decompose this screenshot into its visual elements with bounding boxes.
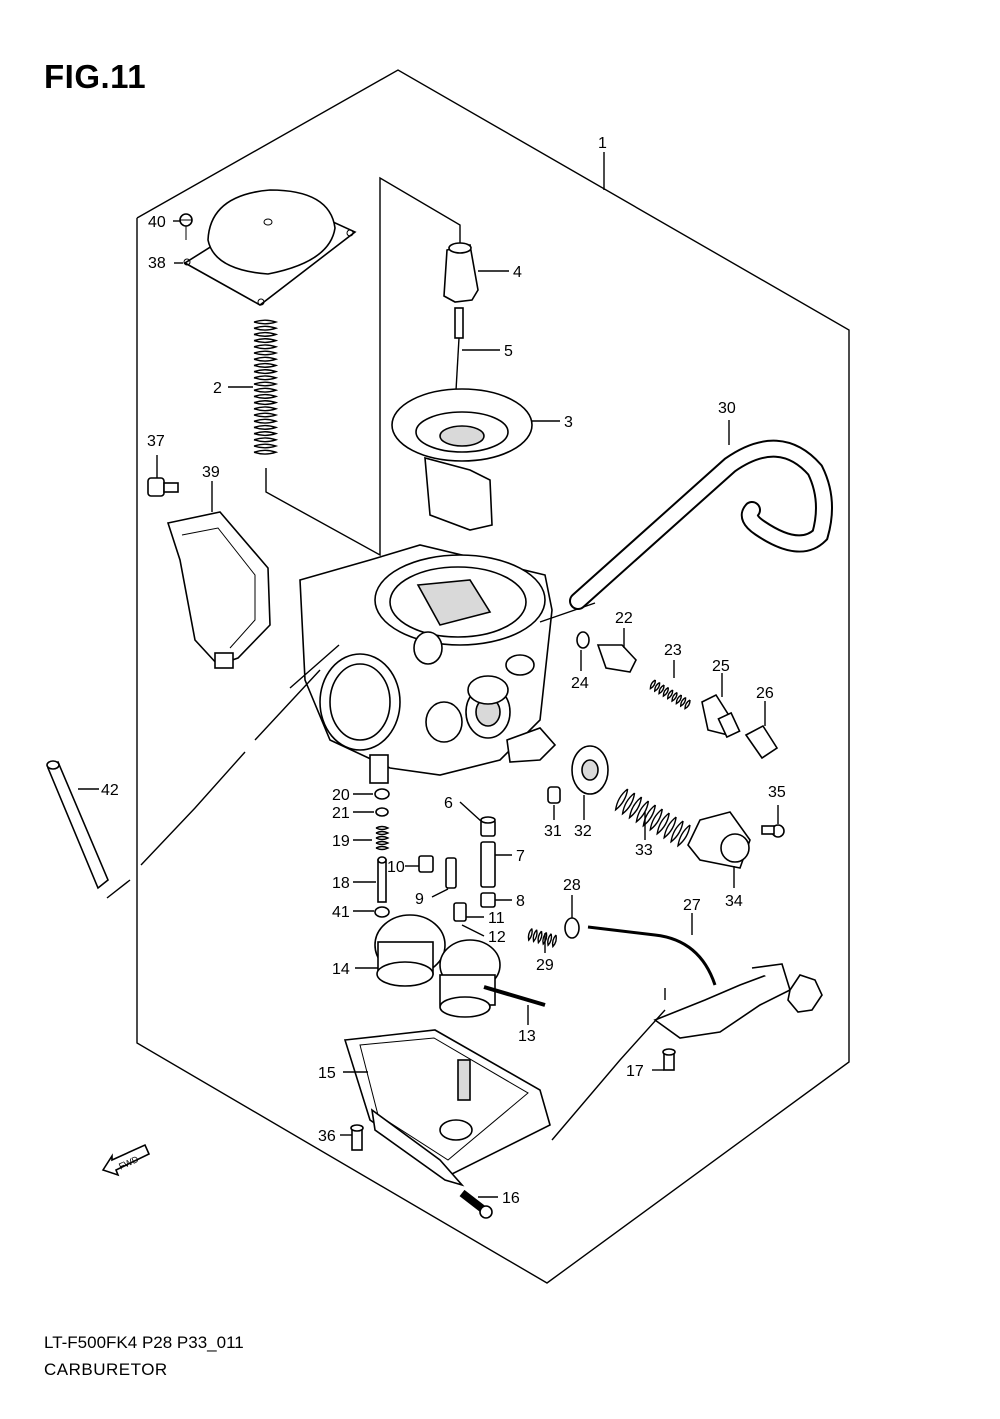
part-spring-23 (649, 679, 691, 710)
part-screw-17 (662, 1048, 676, 1071)
part-needle-holder-4 (443, 242, 479, 303)
part-float-14 (374, 914, 501, 1018)
callout-13: 13 (518, 1028, 536, 1045)
callout-42: 42 (101, 782, 119, 799)
callout-5: 5 (504, 343, 513, 360)
callout-4: 4 (513, 264, 522, 281)
part-jet-6 (480, 816, 496, 837)
callout-14: 14 (332, 961, 350, 978)
part-cap-31 (547, 786, 561, 804)
part-spring-29 (527, 928, 558, 949)
callout-24: 24 (571, 675, 589, 692)
part-diaphragm-32 (571, 745, 609, 795)
part-carburetor-body (299, 544, 557, 784)
assembly-boundary (136, 69, 850, 1284)
part-needle-jet-7 (480, 841, 496, 888)
figure-name: CARBURETOR (44, 1360, 168, 1379)
callout-29: 29 (536, 957, 554, 974)
part-fuel-hose-30 (569, 439, 833, 610)
part-plunger-22 (596, 644, 637, 673)
spring19-coil (375, 825, 390, 851)
callout-8: 8 (516, 893, 525, 910)
part-top-cover-38 (183, 189, 357, 306)
part-spring-2 (253, 319, 279, 455)
part-o-ring-21 (375, 807, 389, 817)
part-main-jet-8 (480, 892, 496, 908)
callout-27: 27 (683, 897, 701, 914)
part-float-chamber-15 (343, 1029, 551, 1187)
callout-9: 9 (415, 891, 424, 908)
part-plunger-nut-25 (701, 693, 741, 739)
part-diaphragm-cover-34 (687, 811, 751, 869)
spring33-coil (614, 788, 691, 848)
callout-16: 16 (502, 1190, 520, 1207)
callout-12: 12 (488, 929, 506, 946)
callout-23: 23 (664, 642, 682, 659)
part-cover-plate-39 (166, 511, 271, 669)
part-tube-42 (46, 760, 109, 890)
part-spring-19 (375, 825, 390, 851)
part-float-valve-11 (453, 902, 467, 922)
part-piston-diaphragm-3 (391, 388, 533, 531)
callout-2: 2 (213, 380, 222, 397)
callout-10: 10 (387, 859, 405, 876)
fwd-arrow-icon: FWD (101, 1143, 151, 1177)
callout-1: 1 (598, 135, 607, 152)
callout-40: 40 (148, 214, 166, 231)
callout-11: 11 (488, 910, 505, 927)
callout-17: 17 (626, 1063, 644, 1080)
spring29-coil (527, 928, 558, 949)
spring23-coil (649, 679, 691, 710)
callout-26: 26 (756, 685, 774, 702)
part-pilot-screw-18 (377, 856, 387, 903)
part-cap-26 (744, 724, 779, 760)
callout-20: 20 (332, 787, 350, 804)
callout-30: 30 (718, 400, 736, 417)
callout-28: 28 (563, 877, 581, 894)
part-washer-20 (374, 788, 390, 800)
part-washer-28 (564, 917, 580, 939)
callout-33: 33 (635, 842, 653, 859)
part-screw-40 (179, 213, 193, 240)
part-jet-10 (418, 855, 434, 873)
part-washer-41 (374, 906, 390, 918)
callout-35: 35 (768, 784, 786, 801)
callout-32: 32 (574, 823, 592, 840)
callout-19: 19 (332, 833, 350, 850)
callout-18: 18 (332, 875, 350, 892)
part-spring-33 (614, 788, 691, 848)
callout-39: 39 (202, 464, 220, 481)
part-float-pin-13 (483, 985, 546, 1007)
callout-34: 34 (725, 893, 743, 910)
callout-25: 25 (712, 658, 730, 675)
part-o-ring-24 (576, 631, 590, 649)
callout-37: 37 (147, 433, 165, 450)
figure-title: FIG.11 (44, 58, 147, 95)
callout-21: 21 (332, 805, 350, 822)
part-pilot-jet-9 (445, 857, 457, 889)
callout-41: 41 (332, 904, 350, 921)
part-screw-35 (761, 824, 785, 838)
callout-7: 7 (516, 848, 525, 865)
callout-31: 31 (544, 823, 562, 840)
callout-15: 15 (318, 1065, 336, 1082)
part-screw-16 (459, 1189, 493, 1219)
callout-labels: 1 2 3 4 5 6 7 8 9 10 11 12 13 14 15 16 1… (101, 135, 786, 1207)
callout-36: 36 (318, 1128, 336, 1145)
part-bracket-27 (587, 925, 823, 1039)
spring2-coil (253, 319, 279, 455)
callout-38: 38 (148, 255, 166, 272)
model-code: LT-F500FK4 P28 P33_011 (44, 1333, 244, 1352)
part-screw-37 (147, 477, 179, 497)
callout-6: 6 (444, 795, 453, 812)
callout-22: 22 (615, 610, 633, 627)
callout-3: 3 (564, 414, 573, 431)
part-screw-36 (350, 1124, 364, 1151)
